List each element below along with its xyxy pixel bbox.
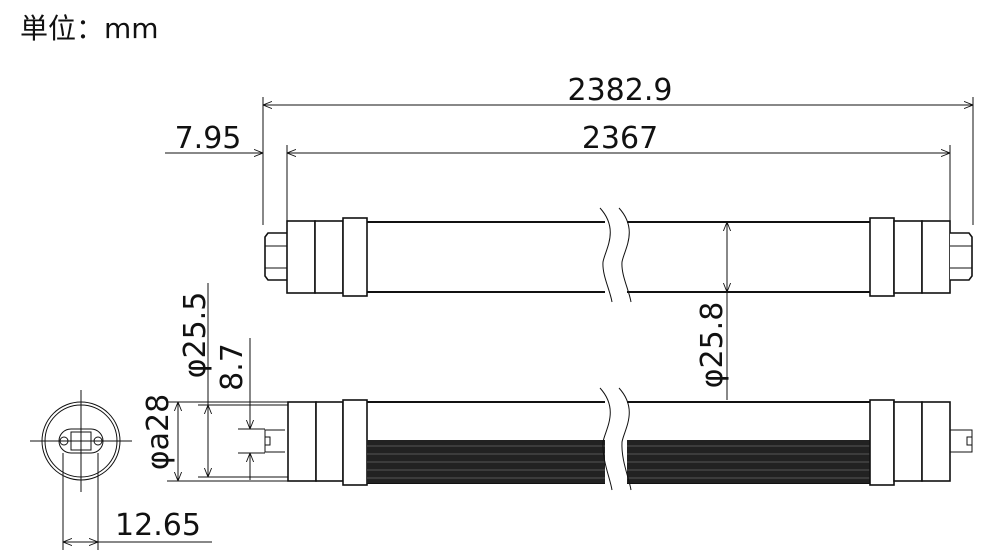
tube-diameter-label: φ25.8 (695, 302, 730, 389)
unit-label: 単位：mm (20, 12, 159, 45)
pin-spacing-label: 12.65 (115, 508, 201, 543)
pin-height-label: 8.7 (215, 343, 250, 391)
inner-diameter-dimension: φ25.5 (178, 283, 288, 478)
overall-length-label: 2382.9 (568, 73, 673, 108)
pin-spacing-dimension: 12.65 (62, 453, 212, 550)
outer-diameter-label: φa28 (141, 394, 176, 470)
lamp-top-view (264, 205, 973, 305)
lamp-side-view (264, 385, 973, 500)
outer-diameter-dimension: φa28 (141, 394, 288, 482)
tube-length-dimension: 2367 (286, 121, 951, 230)
tube-length-label: 2367 (582, 121, 658, 156)
pin-offset-dimension: 7.95 (165, 121, 300, 156)
pin-height-dimension: 8.7 (215, 338, 265, 480)
lamp-end-view (30, 390, 132, 492)
overall-length-dimension: 2382.9 (262, 73, 974, 225)
pin-offset-label: 7.95 (175, 121, 242, 156)
inner-diameter-label: φ25.5 (178, 292, 213, 379)
tube-diameter-dimension: φ25.8 (695, 222, 730, 400)
